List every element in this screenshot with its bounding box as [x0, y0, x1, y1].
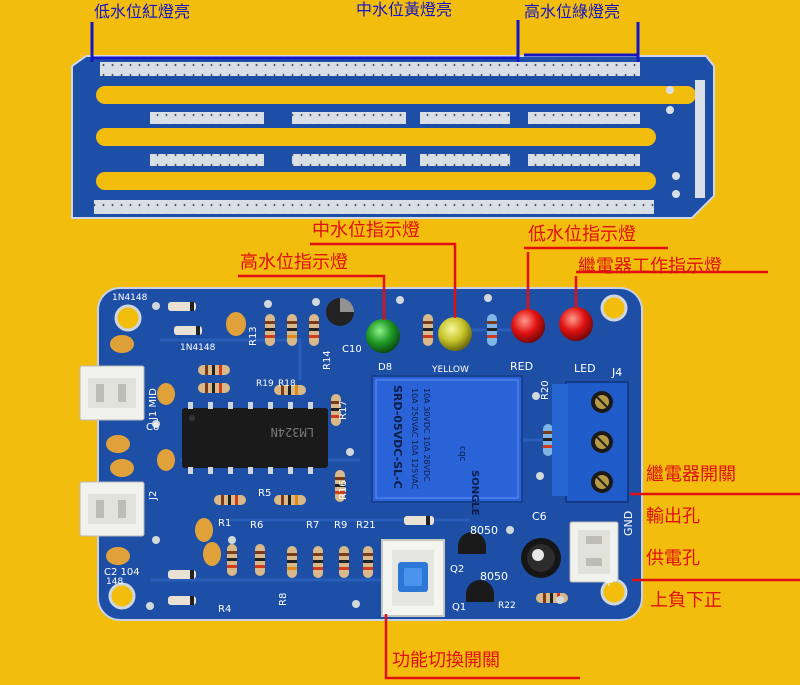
silk-c10: C10	[342, 344, 362, 355]
led-green	[366, 319, 400, 353]
label-relay-working: 繼電器工作指示燈	[578, 256, 722, 277]
silk-r13: R13	[248, 326, 259, 346]
led-red-low	[511, 309, 545, 343]
label-mid-yellow: 中水位黃燈亮	[356, 0, 453, 19]
label-low-red: 低水位紅燈亮	[94, 2, 191, 21]
label-low-indicator: 低水位指示燈	[528, 224, 636, 245]
silk-d8: D8	[378, 362, 392, 373]
connector-j2	[79, 481, 145, 537]
silk-gnd: GND	[622, 511, 635, 536]
silk-d3: 148	[106, 577, 123, 587]
silk-r9: R9	[334, 520, 347, 531]
silk-q2: Q2	[450, 564, 464, 575]
silk-yellow: YELLOW	[431, 365, 469, 375]
relay-model: SRD-05VDC-SL-C	[391, 385, 404, 489]
silk-j2: J2	[148, 491, 159, 501]
silk-r4: R4	[218, 604, 231, 615]
mount-hole	[600, 294, 628, 322]
silk-r8: R8	[278, 593, 289, 606]
relay	[371, 375, 523, 503]
top-strip-board	[71, 55, 715, 219]
label-high-indicator: 高水位指示燈	[240, 252, 348, 273]
transistor-q1	[466, 580, 494, 602]
silk-d1: 1N4148	[112, 293, 148, 303]
silk-r21: R21	[356, 520, 376, 531]
silk-r6: R6	[250, 520, 263, 531]
silk-r16: R16	[338, 480, 349, 500]
function-switch[interactable]	[381, 539, 445, 617]
relay-text: SRD-05VDC-SL-C 10A 250VAC 10A 125VAC 10A…	[391, 385, 480, 516]
ceramic-capacitors	[106, 312, 246, 566]
silk-c6: C6	[532, 510, 547, 523]
silk-plus: +	[604, 575, 614, 589]
resistor-group	[198, 314, 568, 603]
label-power-hole: 供電孔	[646, 548, 700, 569]
mount-hole	[108, 582, 136, 610]
relay-brand: SONGLE	[469, 470, 480, 516]
silk-red: RED	[510, 360, 533, 373]
label-polarity: 上負下正	[650, 590, 722, 611]
led-yellow	[438, 317, 472, 351]
label-function-switch: 功能切換開關	[392, 650, 500, 671]
silk-c8: C8	[146, 422, 159, 433]
range-brackets	[90, 20, 640, 62]
relay-spec-1: 10A 250VAC 10A 125VAC	[410, 388, 419, 490]
board-slot	[96, 172, 656, 190]
diode-group	[168, 302, 434, 605]
silk-r1: R1	[218, 518, 231, 529]
board-slot	[96, 86, 696, 104]
silk-r22: R22	[498, 601, 516, 611]
ic-marking: LM324N	[271, 425, 314, 439]
silk-8050b: 8050	[480, 570, 508, 583]
main-board	[79, 287, 643, 621]
silk-q1: Q1	[452, 602, 466, 613]
board-slot	[96, 128, 656, 146]
label-output-hole: 輸出孔	[646, 506, 700, 527]
silk-led: LED	[574, 362, 596, 375]
callout-lines	[238, 242, 800, 680]
silk-r20: R20	[540, 380, 551, 400]
label-high-green: 高水位綠燈亮	[524, 2, 621, 21]
silk-8050a: 8050	[470, 524, 498, 537]
electrolytic-cap-c6	[521, 538, 561, 578]
silkscreen: 1N4148 1N4148 148 R13 R14 C10 D8 YELLOW …	[104, 293, 635, 615]
relay-spec-2: 10A 30VDC 10A 28VDC	[422, 388, 431, 482]
electrolytic-cap-c10	[326, 298, 354, 326]
silk-r14: R14	[322, 350, 333, 370]
label-relay-switch: 繼電器開關	[646, 464, 736, 485]
silk-c2: C2 104	[104, 567, 140, 578]
terminal-block-j4	[552, 381, 629, 503]
mount-hole	[114, 304, 142, 332]
label-mid-indicator: 中水位指示燈	[312, 220, 420, 241]
led-red-relay	[559, 307, 593, 341]
silk-j1: J1 MID	[148, 388, 159, 421]
transistor-q2	[458, 532, 486, 554]
silk-r18: R18	[278, 379, 296, 389]
relay-cqc: cqc	[457, 446, 467, 462]
ic-chip	[182, 402, 328, 474]
silk-r19: R19	[256, 379, 274, 389]
connector-j1	[79, 365, 145, 421]
silk-d2: 1N4148	[180, 343, 216, 353]
silk-r17: R17	[338, 400, 349, 420]
silk-r5: R5	[258, 488, 271, 499]
silk-j4: J4	[611, 366, 622, 379]
connector-power	[569, 521, 619, 583]
silk-r7: R7	[306, 520, 319, 531]
